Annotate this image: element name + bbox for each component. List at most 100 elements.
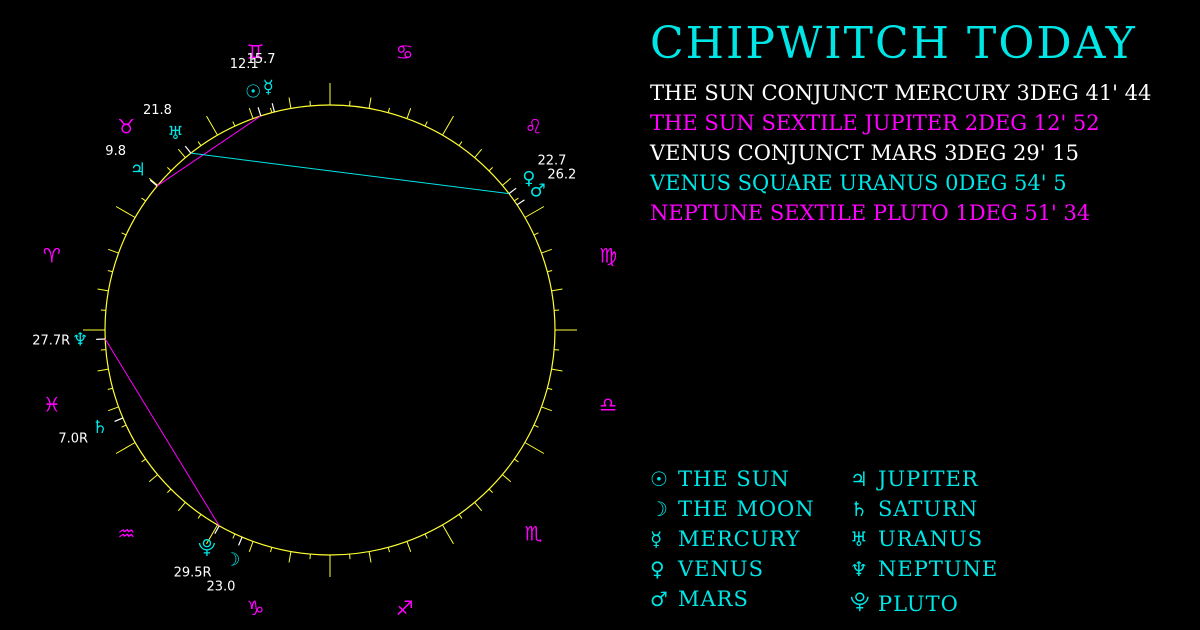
moon-degree-label: 23.0 [207, 579, 236, 594]
degree-tick [206, 524, 218, 545]
degree-tick [197, 141, 202, 146]
degree-tick [502, 474, 512, 483]
degree-tick [458, 141, 463, 146]
degree-tick [474, 148, 483, 158]
venus-degree-label: 22.7 [537, 153, 566, 168]
degree-tick [248, 541, 254, 552]
scorpio-icon: ♏ [525, 522, 543, 546]
aspect-item: VENUS SQUARE URANUS 0DEG 54' 5 [650, 171, 1067, 195]
mars-icon: ♂ [530, 180, 546, 201]
sun-icon: ☉ [245, 82, 261, 103]
legend-item-sun: ☉THE SUN [650, 467, 790, 491]
degree-tick [424, 533, 428, 539]
venus-icon: ♀ [650, 557, 665, 581]
degree-tick [269, 547, 273, 553]
degree-tick [232, 533, 236, 539]
degree-tick [368, 97, 372, 109]
aquarius-icon: ♒ [117, 522, 135, 546]
legend-item-uranus: ♅URANUS [850, 527, 984, 551]
degree-ticks [83, 83, 577, 577]
degree-tick [533, 424, 539, 428]
virgo-icon: ♍ [599, 243, 617, 267]
legend-item-moon: ☽THE MOON [650, 497, 815, 521]
degree-tick [442, 524, 454, 545]
zodiac-wheel-circle [104, 104, 556, 556]
saturn-degree-label: 7.0R [58, 432, 88, 447]
leo-icon: ♌ [525, 114, 543, 138]
degree-tick [107, 269, 113, 273]
moon-icon: ☽ [224, 550, 240, 571]
neptune-icon: ♆ [72, 330, 88, 351]
degree-tick [533, 232, 539, 236]
aspect-list: THE SUN CONJUNCT MERCURY 3DEG 41' 44 THE… [650, 78, 1151, 228]
degree-tick [406, 541, 412, 552]
degree-tick [197, 514, 202, 519]
degree-tick [269, 107, 273, 113]
mercury-position-marker [271, 103, 276, 113]
zodiac-signs: ♈♉♊♋♌♍♎♏♐♑♒♓ [43, 40, 617, 620]
degree-tick [424, 121, 428, 127]
mercury-icon: ☿ [263, 77, 274, 98]
legend-item-pluto: ⯓PLUTO [850, 587, 959, 617]
moon-icon: ☽ [650, 497, 668, 521]
degree-tick [541, 406, 552, 412]
degree-tick [524, 442, 545, 454]
aspect-item: THE SUN CONJUNCT MERCURY 3DEG 41' 44 [650, 81, 1152, 105]
neptune-degree-label: 27.7R [32, 334, 70, 349]
degree-tick [115, 206, 136, 218]
degree-tick [141, 458, 146, 463]
legend-item-jupiter: ♃JUPITER [850, 467, 979, 491]
degree-tick [148, 177, 158, 186]
degree-tick [387, 547, 391, 553]
jupiter-icon: ♃ [130, 159, 146, 180]
pisces-icon: ♓ [43, 393, 61, 417]
taurus-icon: ♉ [117, 114, 135, 138]
legend-item-saturn: ♄SATURN [850, 497, 979, 521]
page-title: CHIPWITCH TODAY [650, 18, 1137, 69]
aries-icon: ♈ [43, 243, 61, 267]
legend-item-neptune: ♆NEPTUNE [850, 557, 999, 581]
uranus-degree-label: 21.8 [143, 103, 172, 118]
degree-tick [177, 148, 186, 158]
neptune-icon: ♆ [850, 557, 868, 581]
cancer-icon: ♋ [396, 40, 414, 64]
degree-tick [108, 406, 119, 412]
pluto-degree-label: 29.5R [174, 565, 212, 580]
degree-tick [97, 288, 109, 292]
degree-tick [248, 108, 254, 119]
aspect-item: VENUS CONJUNCT MARS 3DEG 29' 15 [650, 141, 1079, 165]
aspect-item: NEPTUNE SEXTILE PLUTO 1DEG 51' 34 [650, 201, 1091, 225]
capricorn-icon: ♑ [246, 596, 264, 620]
degree-tick [406, 108, 412, 119]
degree-tick [167, 167, 172, 172]
aspect-line [190, 152, 510, 195]
degree-tick [148, 474, 158, 483]
degree-tick [488, 488, 493, 493]
mercury-icon: ☿ [650, 527, 663, 551]
saturn-icon: ♄ [850, 497, 868, 521]
pluto-icon: ⯓ [198, 537, 216, 558]
aspect-line [156, 115, 262, 187]
venus-icon: ♀ [522, 168, 535, 189]
sagittarius-icon: ♐ [396, 596, 414, 620]
degree-tick [288, 97, 292, 109]
degree-tick [368, 551, 372, 563]
degree-tick [121, 232, 127, 236]
aspect-lines [104, 115, 510, 527]
degree-tick [107, 387, 113, 391]
aspect-item: THE SUN SEXTILE JUPITER 2DEG 12' 52 [650, 111, 1100, 135]
legend-item-venus: ♀VENUS [650, 557, 764, 581]
mars-position-marker [516, 199, 525, 206]
saturn-position-marker [114, 417, 124, 422]
degree-tick [288, 551, 292, 563]
degree-tick [524, 206, 545, 218]
moon-position-marker [238, 536, 243, 546]
degree-tick [232, 121, 236, 127]
degree-tick [541, 248, 552, 254]
degree-tick [115, 442, 136, 454]
degree-tick [121, 424, 127, 428]
uranus-position-marker [184, 145, 192, 154]
libra-icon: ♎ [599, 393, 617, 417]
venus-position-marker [508, 187, 517, 195]
pluto-position-marker [214, 525, 220, 534]
